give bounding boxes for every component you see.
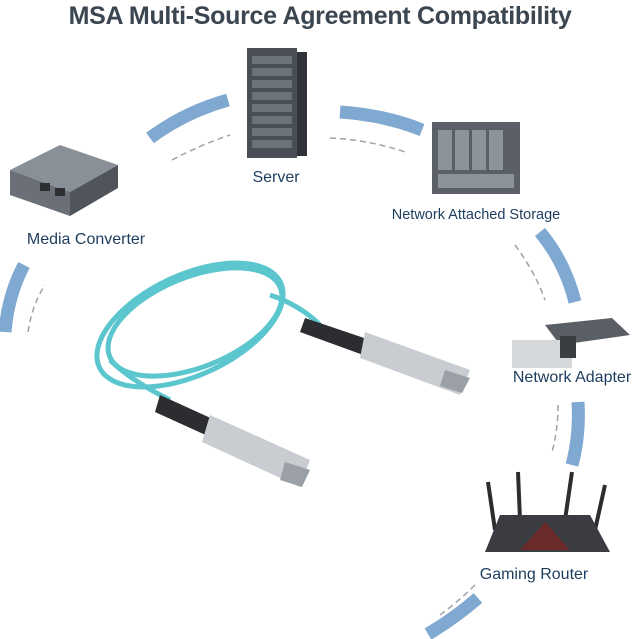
arc-converter-server	[146, 93, 230, 144]
label-gaming-router: Gaming Router	[479, 566, 589, 583]
label-media-converter: Media Converter	[26, 231, 146, 248]
dashed-arcs	[27, 134, 559, 616]
arc-nas-adapter	[534, 227, 582, 304]
label-server: Server	[252, 169, 300, 186]
label-network-adapter: Network Adapter	[512, 369, 632, 386]
connection-arcs	[0, 93, 585, 639]
arc-adapter-router	[565, 401, 585, 467]
label-nas: Network Attached Storage	[391, 207, 561, 223]
aoc-cable	[94, 260, 322, 403]
server-rack-icon	[247, 48, 307, 158]
arc-left	[0, 261, 30, 333]
arc-bottom	[424, 593, 483, 639]
network-adapter-card-icon	[512, 318, 630, 368]
media-converter-icon	[10, 145, 118, 216]
nas-icon	[432, 122, 520, 194]
router-icon	[485, 471, 610, 552]
page-title: MSA Multi-Source Agreement Compatibility	[68, 2, 572, 30]
arc-server-nas	[339, 105, 425, 137]
qsfp-module-lower	[155, 395, 310, 487]
qsfp-module-upper	[300, 318, 470, 395]
